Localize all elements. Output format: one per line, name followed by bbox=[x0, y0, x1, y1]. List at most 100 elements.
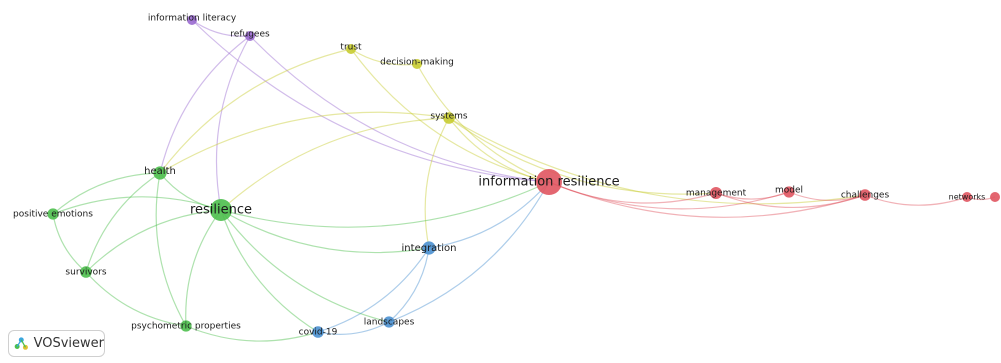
node-landscapes[interactable]: landscapes bbox=[364, 316, 415, 328]
link-resilience-landscapes bbox=[220, 209, 390, 323]
link-covid-integration bbox=[317, 247, 430, 333]
link-management-model bbox=[715, 191, 790, 200]
node-circle-info_lit[interactable] bbox=[187, 15, 197, 25]
link-landscapes-integration bbox=[388, 247, 430, 323]
node-networks[interactable]: networks bbox=[949, 192, 986, 202]
node-label-integration: integration bbox=[402, 243, 457, 254]
node-label-resilience: resilience bbox=[190, 203, 252, 218]
link-health-psycho bbox=[155, 172, 187, 327]
node-label-info_res: information resilience bbox=[478, 175, 619, 190]
link-systems-management bbox=[448, 117, 717, 195]
node-circle-intern[interactable] bbox=[990, 192, 1000, 202]
node-info_res[interactable]: information resilience bbox=[478, 169, 620, 195]
node-circle-model[interactable] bbox=[783, 186, 795, 198]
node-circle-info_res[interactable] bbox=[536, 169, 562, 195]
node-circle-health[interactable] bbox=[153, 166, 167, 180]
link-posemo-survivors bbox=[52, 213, 87, 273]
link-covid-landscapes bbox=[317, 321, 390, 335]
link-trust-decision bbox=[350, 48, 418, 66]
node-health[interactable]: health bbox=[144, 166, 176, 180]
node-model[interactable]: model bbox=[775, 186, 803, 198]
node-circle-refugees[interactable] bbox=[245, 31, 255, 41]
node-circle-resilience[interactable] bbox=[210, 199, 232, 221]
link-trust-health bbox=[159, 48, 352, 174]
node-info_lit[interactable]: information literacy bbox=[148, 14, 237, 26]
link-resilience-info_res bbox=[220, 181, 550, 228]
node-systems[interactable]: systems bbox=[430, 112, 468, 124]
link-resilience-survivors bbox=[85, 209, 222, 273]
node-challenges[interactable]: challenges bbox=[841, 189, 890, 201]
link-info_lit-info_res bbox=[191, 19, 550, 183]
link-resilience-posemo bbox=[52, 196, 222, 215]
node-circle-integration[interactable] bbox=[422, 241, 436, 255]
vosviewer-badge[interactable]: VOSviewer bbox=[8, 330, 105, 357]
link-systems-health bbox=[159, 111, 450, 174]
link-refugees-info_res bbox=[249, 35, 550, 183]
node-refugees[interactable]: refugees bbox=[230, 30, 270, 42]
link-psycho-covid bbox=[185, 325, 319, 342]
node-circle-psycho[interactable] bbox=[180, 320, 192, 332]
node-label-psycho: psychometric properties bbox=[131, 322, 241, 332]
node-covid[interactable]: covid-19 bbox=[299, 326, 338, 338]
brand-name: VOSviewer bbox=[33, 336, 104, 351]
link-info_res-management bbox=[548, 181, 717, 204]
node-circle-networks[interactable] bbox=[962, 192, 972, 202]
link-resilience-psycho bbox=[185, 209, 222, 327]
node-label-refugees: refugees bbox=[230, 30, 270, 40]
node-label-networks: networks bbox=[949, 193, 986, 202]
node-label-model: model bbox=[775, 186, 803, 196]
node-circle-covid[interactable] bbox=[312, 326, 324, 338]
link-challenges-networks bbox=[864, 194, 968, 206]
link-systems-challenges bbox=[448, 117, 866, 205]
link-decision-info_res bbox=[416, 63, 550, 183]
link-landscapes-info_res bbox=[388, 181, 550, 323]
link-resilience-covid bbox=[220, 209, 319, 333]
node-label-survivors: survivors bbox=[65, 268, 106, 278]
node-layer: information literacy refugees trust decisio… bbox=[13, 14, 1001, 338]
link-info_res-challenges bbox=[548, 181, 866, 218]
node-circle-systems[interactable] bbox=[443, 112, 455, 124]
node-label-management: management bbox=[686, 189, 747, 199]
node-circle-survivors[interactable] bbox=[80, 266, 92, 278]
link-systems-info_res bbox=[448, 117, 550, 183]
link-trust-info_res bbox=[350, 48, 550, 183]
link-survivors-psycho bbox=[85, 271, 187, 327]
edge-layer bbox=[52, 19, 996, 342]
node-circle-trust[interactable] bbox=[346, 44, 356, 54]
vosviewer-logo-icon bbox=[14, 336, 28, 350]
node-label-systems: systems bbox=[430, 112, 468, 122]
node-circle-posemo[interactable] bbox=[47, 208, 59, 220]
node-label-covid: covid-19 bbox=[299, 328, 338, 338]
node-trust[interactable]: trust bbox=[340, 43, 362, 55]
link-integration-info_res bbox=[428, 181, 550, 249]
node-integration[interactable]: integration bbox=[402, 241, 457, 255]
link-info_lit-refugees bbox=[191, 19, 251, 37]
node-circle-decision[interactable] bbox=[412, 59, 422, 69]
node-resilience[interactable]: resilience bbox=[190, 199, 252, 221]
node-label-posemo: positive emotions bbox=[13, 210, 93, 220]
link-refugees-resilience bbox=[215, 35, 251, 211]
node-label-info_lit: information literacy bbox=[148, 14, 237, 24]
node-intern[interactable]: intern bbox=[990, 192, 1001, 203]
link-management-challenges bbox=[715, 192, 866, 209]
link-resilience-integration bbox=[220, 209, 430, 254]
node-label-decision: decision-making bbox=[380, 58, 454, 68]
link-info_res-model bbox=[548, 181, 790, 210]
node-survivors[interactable]: survivors bbox=[65, 266, 107, 278]
node-decision[interactable]: decision-making bbox=[380, 58, 454, 70]
node-circle-landscapes[interactable] bbox=[383, 316, 395, 328]
node-posemo[interactable]: positive emotions bbox=[13, 208, 93, 220]
node-label-challenges: challenges bbox=[841, 191, 890, 201]
node-label-landscapes: landscapes bbox=[364, 318, 415, 328]
link-health-posemo bbox=[52, 172, 161, 215]
node-management[interactable]: management bbox=[686, 187, 747, 199]
link-model-challenges bbox=[788, 191, 866, 202]
node-label-trust: trust bbox=[340, 43, 362, 53]
node-circle-challenges[interactable] bbox=[859, 189, 871, 201]
node-psycho[interactable]: psychometric properties bbox=[131, 320, 241, 332]
node-label-health: health bbox=[144, 166, 176, 177]
link-systems-integration bbox=[424, 117, 450, 249]
link-health-survivors bbox=[85, 172, 161, 273]
node-circle-management[interactable] bbox=[710, 187, 722, 199]
